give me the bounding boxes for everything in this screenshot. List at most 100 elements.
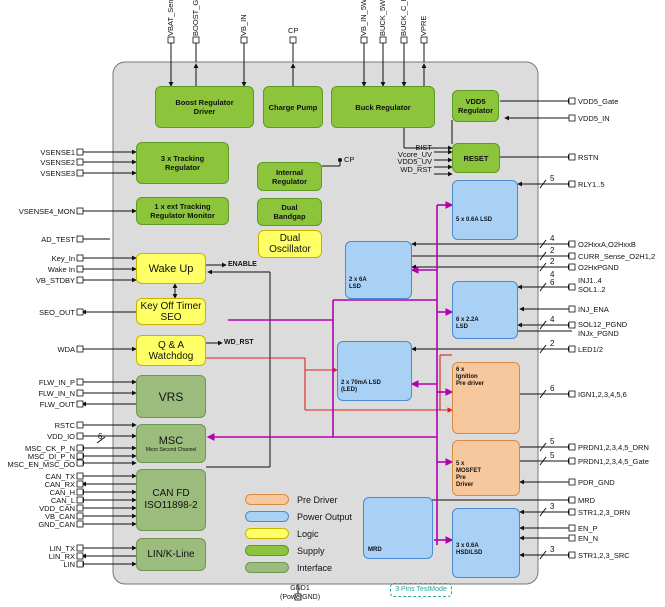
lsd-2x-block bbox=[345, 241, 412, 299]
gnd1-pin-label: GND1 (PowerGND) bbox=[280, 585, 321, 601]
pin-en-p: EN_P bbox=[578, 524, 598, 533]
legend-label-power-output: Power Output bbox=[297, 511, 353, 522]
pin-vdd-io: VDD_IO bbox=[47, 432, 75, 441]
reset-label: RESET bbox=[463, 153, 489, 163]
internal-regulator-block: Internal Regulator bbox=[257, 162, 322, 191]
pin-injx-pgnd: INJx_PGND bbox=[578, 329, 619, 338]
ext-tracking-monitor-block: 1 x ext Tracking Regulator Monitor bbox=[136, 197, 229, 225]
bus-count-prdn2: 5 bbox=[550, 451, 555, 460]
pin-vdd5-in: VDD5_IN bbox=[578, 114, 610, 123]
pin-o2hxa: O2HxxA,O2HxxB bbox=[578, 240, 636, 249]
msc-sub-label: Micro Second Channel bbox=[145, 446, 197, 453]
dual-oscillator-block: Dual Oscillator bbox=[258, 230, 322, 258]
pin-inj: INJ1..4 bbox=[578, 276, 602, 285]
legend-swatch-logic bbox=[245, 528, 289, 539]
ext-tracking-label: 1 x ext Tracking Regulator Monitor bbox=[150, 202, 215, 220]
qa-watchdog-block: Q & A Watchdog bbox=[136, 335, 206, 366]
pin-vsense4-mon: VSENSE4_MON bbox=[18, 207, 75, 216]
pin-key-in: Key_In bbox=[51, 254, 75, 263]
legend-supply: Supply bbox=[245, 545, 325, 556]
charge-pump-block: Charge Pump bbox=[263, 86, 323, 128]
mrd-label: MRD bbox=[368, 547, 382, 553]
reset-input-wd-rst: WD_RST bbox=[400, 165, 432, 174]
internal-regulator-label: Internal Regulator bbox=[271, 167, 307, 186]
bus-count-sol: 6 bbox=[550, 278, 555, 287]
msc-block: MSC Micro Second Channel bbox=[136, 424, 206, 463]
can-fd-label: CAN FD ISO11898-2 bbox=[144, 488, 198, 511]
pin-curr-sense: CURR_Sense_O2H1,2 bbox=[578, 252, 656, 261]
buck-regulator-label: Buck Regulator bbox=[355, 102, 411, 112]
pin-lin: LIN bbox=[63, 560, 75, 569]
wake-up-block: Wake Up bbox=[136, 253, 206, 284]
charge-pump-label: Charge Pump bbox=[268, 102, 318, 112]
tracking-regulator-label: 3 x Tracking Regulator bbox=[160, 154, 205, 172]
qa-watchdog-label: Q & A Watchdog bbox=[148, 339, 194, 362]
pin-rstc: RSTC bbox=[54, 421, 75, 430]
hsd-lsd-label: 3 x 0.6A HSD/LSD bbox=[456, 543, 483, 556]
pin-str-drn: STR1,2,3_DRN bbox=[578, 508, 631, 517]
mrd-block bbox=[363, 497, 433, 559]
pin-en-n: EN_N bbox=[578, 534, 599, 543]
pin-inj-ena: INJ_ENA bbox=[578, 305, 609, 314]
bus-count-o2h2: 2 bbox=[550, 246, 555, 255]
legend-swatch-pre-driver bbox=[245, 494, 289, 505]
pin-can-rx: CAN_RX bbox=[44, 480, 75, 489]
pin-vpre: VPRE bbox=[419, 15, 428, 36]
legend-power-output: Power Output bbox=[245, 511, 352, 522]
pin-vsense1: VSENSE1 bbox=[40, 148, 75, 157]
reset-block: RESET bbox=[452, 143, 500, 173]
pin-sol: SOL1..2 bbox=[578, 285, 606, 294]
legend-swatch-power-output bbox=[245, 511, 289, 522]
pin-prdn-gate: PRDN1,2,3,4,5_Gate bbox=[578, 457, 649, 466]
bus-count-inj: 4 bbox=[550, 270, 555, 279]
pin-vb-in: VB_IN bbox=[239, 14, 248, 36]
legend-pre-driver: Pre Driver bbox=[245, 494, 338, 505]
reset-input-vcore-uv: Vcore_UV bbox=[397, 150, 432, 159]
lsd-6x-block bbox=[452, 281, 518, 339]
boost-regulator-label: Boost Regulator Driver bbox=[175, 98, 234, 116]
pin-sol12-pgnd: SOL12_PGND bbox=[578, 320, 628, 329]
pin-lin-rx: LIN_RX bbox=[48, 552, 75, 561]
pin-str-src: STR1,2,3_SRC bbox=[578, 551, 630, 560]
pin-vsense3: VSENSE3 bbox=[40, 169, 75, 178]
pin-pdr-gnd: PDR_GND bbox=[578, 478, 615, 487]
pin-wda: WDA bbox=[57, 345, 76, 354]
enable-signal-label: ENABLE bbox=[228, 261, 257, 268]
lsd-led-label: 2 x 70mA LSD (LED) bbox=[341, 380, 381, 393]
legend-swatch-supply bbox=[245, 545, 289, 556]
lsd-2x-label: 2 x 6A LSD bbox=[349, 277, 367, 290]
pin-can-tx: CAN_TX bbox=[45, 472, 75, 481]
vdd5-regulator-block: VDD5 Regulator bbox=[452, 90, 499, 122]
reset-input-vdd5-uv: VDD5_UV bbox=[397, 157, 432, 166]
pin-vbat-sense: VBAT_Sense bbox=[166, 0, 175, 36]
wake-up-label: Wake Up bbox=[148, 262, 194, 275]
lin-k-line-label: LIN/K-Line bbox=[147, 549, 195, 560]
msc-label: MSC bbox=[158, 434, 184, 447]
bus-count-o2h3: 2 bbox=[550, 257, 555, 266]
lsd-led-block bbox=[337, 341, 412, 401]
buck-regulator-block: Buck Regulator bbox=[331, 86, 435, 128]
legend-label-pre-driver: Pre Driver bbox=[297, 494, 338, 505]
pin-vb-in-5w: VB_IN_5W bbox=[359, 0, 368, 36]
pin-rly: RLY1..5 bbox=[578, 180, 605, 189]
pin-buck-c-bst: BUCK_C_BST bbox=[399, 0, 408, 36]
wd-rst-signal-label: WD_RST bbox=[224, 339, 254, 346]
lin-k-line-block: LIN/K-Line bbox=[136, 538, 206, 571]
bus-count-ign: 6 bbox=[550, 384, 555, 393]
legend-swatch-interface bbox=[245, 562, 289, 573]
pin-o2hxpgnd: O2HxPGND bbox=[578, 263, 619, 272]
ignition-pre-driver-block bbox=[452, 362, 520, 434]
pin-mrd: MRD bbox=[578, 496, 596, 505]
legend-interface: Interface bbox=[245, 562, 332, 573]
pin-vdd-can: VDD_CAN bbox=[39, 504, 75, 513]
pin-buck-5w: BUCK_5W bbox=[378, 0, 387, 36]
pin-msc-ck: MSC_CK_P_N bbox=[24, 444, 75, 453]
pin-vb-can: VB_CAN bbox=[44, 512, 75, 521]
pin-prdn-drn: PRDN1,2,3,4,5_DRN bbox=[578, 443, 649, 452]
bus-count-led: 2 bbox=[550, 339, 555, 348]
pin-can-h: CAN_H bbox=[49, 488, 75, 497]
pin-ad-test: AD_TEST bbox=[41, 235, 75, 244]
bus-count-str1: 3 bbox=[550, 502, 555, 511]
key-off-timer-block: Key Off Timer SEO bbox=[136, 298, 206, 325]
